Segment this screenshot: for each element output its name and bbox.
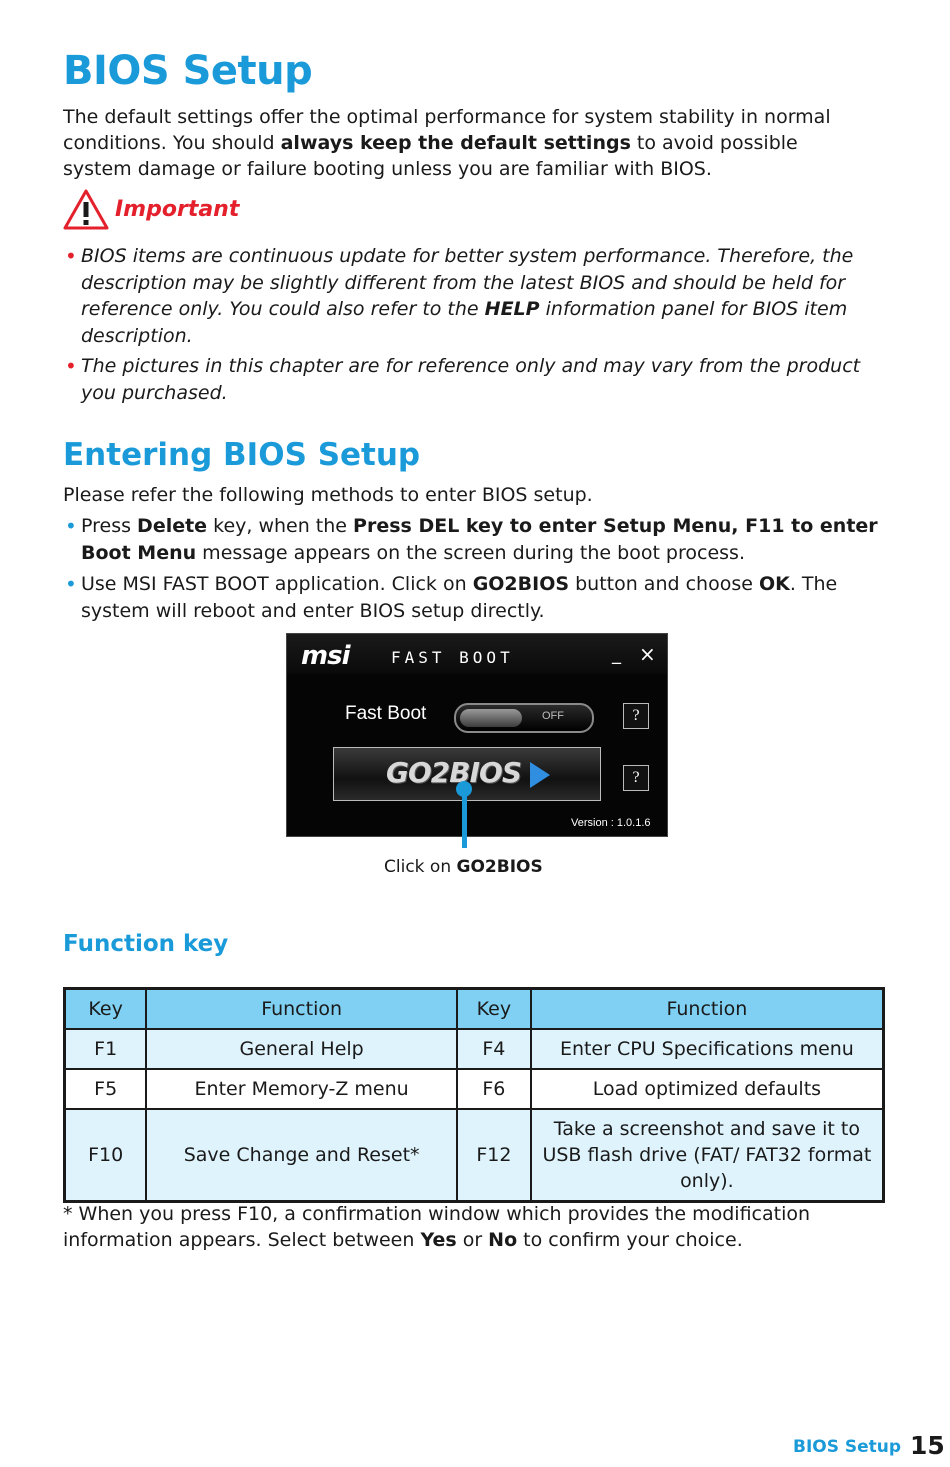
intro-text: The default settings offer the optimal p… xyxy=(63,106,831,154)
table-cell: Enter Memory-Z menu xyxy=(145,1068,458,1110)
column-header: Function xyxy=(145,987,458,1030)
column-header: Function xyxy=(529,987,885,1030)
figure-caption: Click on GO2BIOS xyxy=(384,857,543,877)
fast-boot-titlebar: msi FAST BOOT _ × xyxy=(287,634,667,674)
table-cell: Take a screenshot and save it to USB fla… xyxy=(529,1108,885,1203)
toggle-knob xyxy=(460,709,522,727)
bullet-icon: • xyxy=(65,354,77,378)
table-cell: F10 xyxy=(63,1108,148,1203)
table-cell: F12 xyxy=(455,1108,532,1203)
footnote: * When you press F10, a confirmation win… xyxy=(63,1201,863,1253)
callout-line xyxy=(462,786,467,848)
toggle-state: OFF xyxy=(542,710,564,722)
table-cell: F1 xyxy=(63,1028,148,1070)
item-text: Use MSI FAST BOOT application. Click on xyxy=(81,573,473,595)
important-list: •BIOS items are continuous update for be… xyxy=(63,243,863,410)
item-text: message appears on the screen during the… xyxy=(196,541,745,564)
table-cell: Save Change and Reset* xyxy=(145,1108,458,1203)
footnote-text: or xyxy=(456,1229,489,1251)
item-text: Press xyxy=(81,515,138,537)
close-button[interactable]: × xyxy=(639,642,656,666)
bullet-icon: • xyxy=(65,244,77,268)
list-item: •Use MSI FAST BOOT application. Click on… xyxy=(63,571,883,624)
intro-bold: always keep the default settings xyxy=(280,132,631,154)
item-text: button and choose xyxy=(569,573,759,595)
item-text: key, when the xyxy=(207,515,354,537)
section-intro: Please refer the following methods to en… xyxy=(63,484,593,506)
caption-bold: GO2BIOS xyxy=(456,857,543,877)
table-header-row: Key Function Key Function xyxy=(63,987,885,1030)
minimize-button[interactable]: _ xyxy=(612,644,621,665)
fast-boot-window: msi FAST BOOT _ × Fast Boot OFF ? GO2BIO… xyxy=(286,633,668,837)
msi-logo: msi xyxy=(301,641,350,671)
bullet-icon: • xyxy=(65,572,77,596)
callout-dot xyxy=(456,781,472,797)
table-cell: Enter CPU Specifications menu xyxy=(529,1028,885,1070)
help-button[interactable]: ? xyxy=(623,703,649,729)
help-button[interactable]: ? xyxy=(623,765,649,791)
table-cell: Load optimized defaults xyxy=(529,1068,885,1110)
footnote-no: No xyxy=(488,1229,518,1251)
fast-boot-label: Fast Boot xyxy=(345,703,427,724)
item-text-end: information panel for BIOS item descript… xyxy=(81,298,848,347)
list-item: •BIOS items are continuous update for be… xyxy=(63,243,863,349)
app-name: FAST BOOT xyxy=(391,648,514,667)
table-cell: F5 xyxy=(63,1068,148,1110)
column-header: Key xyxy=(63,987,148,1030)
arrow-right-icon xyxy=(530,762,550,788)
page-title: BIOS Setup xyxy=(63,48,313,94)
subsection-heading: Function key xyxy=(63,931,229,957)
important-callout: Important xyxy=(63,188,239,230)
version-label: Version : 1.0.1.6 xyxy=(571,817,651,829)
section-heading: Entering BIOS Setup xyxy=(63,437,421,473)
item-bold: Delete xyxy=(137,515,208,537)
footnote-text: to confirm your choice. xyxy=(517,1229,743,1251)
fast-boot-toggle[interactable]: OFF xyxy=(454,703,594,733)
go2bios-button[interactable]: GO2BIOS xyxy=(333,747,601,801)
go2bios-label: GO2BIOS xyxy=(386,756,522,789)
footer-section-name: BIOS Setup xyxy=(793,1437,902,1457)
table-cell: General Help xyxy=(145,1028,458,1070)
list-item: •The pictures in this chapter are for re… xyxy=(63,353,863,406)
footnote-yes: Yes xyxy=(420,1229,457,1251)
important-label: Important xyxy=(115,196,240,222)
column-header: Key xyxy=(455,987,532,1030)
table-row: F1 General Help F4 Enter CPU Specificati… xyxy=(63,1028,885,1070)
table-cell: F4 xyxy=(455,1028,532,1070)
intro-text-end: to avoid possible system damage or failu… xyxy=(63,132,798,180)
entering-list: •Press Delete key, when the Press DEL ke… xyxy=(63,513,883,629)
list-item: •Press Delete key, when the Press DEL ke… xyxy=(63,513,883,566)
bullet-icon: • xyxy=(65,514,77,538)
item-bold: GO2BIOS xyxy=(472,573,570,595)
warning-icon xyxy=(63,189,109,230)
item-bold: OK xyxy=(758,573,790,595)
footnote-text: * When you press F10, a confirmation win… xyxy=(63,1203,811,1251)
item-bold: HELP xyxy=(484,298,540,320)
intro-paragraph: The default settings offer the optimal p… xyxy=(63,104,863,182)
caption-text: Click on xyxy=(384,857,457,877)
item-text: BIOS items are continuous update for bet… xyxy=(81,245,854,320)
function-key-table: Key Function Key Function F1 General Hel… xyxy=(63,987,885,1203)
item-text: The pictures in this chapter are for ref… xyxy=(81,355,861,404)
table-row: F5 Enter Memory-Z menu F6 Load optimized… xyxy=(63,1068,885,1110)
table-row: F10 Save Change and Reset* F12 Take a sc… xyxy=(63,1108,885,1203)
item-text: . The system will reboot and enter BIOS … xyxy=(81,573,838,622)
page-number: 15 xyxy=(910,1431,945,1460)
table-cell: F6 xyxy=(455,1068,532,1110)
item-bold: Press DEL key to enter Setup Menu, F11 t… xyxy=(81,515,878,564)
